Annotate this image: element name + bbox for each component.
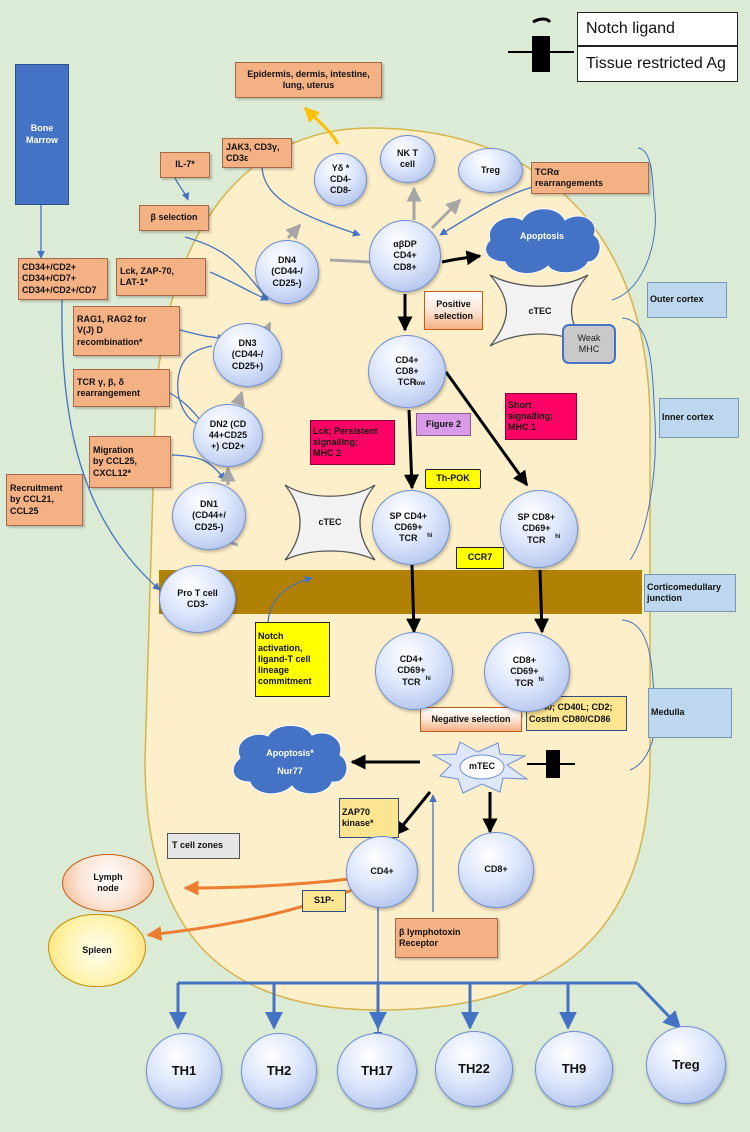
epidermis-box: Epidermis, dermis, intestine, lung, uter… <box>235 62 382 98</box>
zap70-box: ZAP70 kinase* <box>339 798 399 838</box>
treg-cell-top: Treg <box>458 148 523 193</box>
nur77-label: Nur77 <box>277 766 303 776</box>
nkt-cell: NK T cell <box>380 135 435 183</box>
medulla-cd8-sup: hi <box>538 677 544 684</box>
medulla-cd8-text: CD8+ CD69+ TCR <box>510 655 539 688</box>
sp-cd4-text: SP CD4+ CD69+ TCR <box>389 510 428 544</box>
ccr7-box: CCR7 <box>456 547 504 569</box>
figure-2-box: Figure 2 <box>416 413 471 436</box>
inner-cortex-label: Inner cortex <box>659 398 739 438</box>
s1p-box: S1P- <box>302 890 346 912</box>
tcra-rearrangement-box: TCRα rearrangements <box>531 162 649 194</box>
apoptosis-cloud-top <box>485 208 601 274</box>
th2-cell: TH2 <box>241 1033 317 1109</box>
medulla-cd4-cell: CD4+ CD69+ TCR hi <box>375 632 453 710</box>
il7-box: IL-7* <box>160 152 210 178</box>
sp-cd8-cell: SP CD8+ CD69+ TCR hi <box>500 490 578 568</box>
jak3-box: JAK3, CD3γ, CD3ε <box>222 138 292 168</box>
lymph-node: Lymph node <box>62 854 154 912</box>
tcr-rearrangement-box: TCR γ, β, δ rearrangement <box>73 369 170 407</box>
rag-box: RAG1, RAG2 for V(J) D recombination* <box>73 306 180 356</box>
gamma-delta-cell: Yδ * CD4- CD8- <box>314 153 367 206</box>
ctec-label-lower: cTEC <box>318 517 342 528</box>
apoptosis-cloud-bottom <box>232 724 348 795</box>
medulla-cd4-sup: hi <box>425 676 431 683</box>
apoptosis-star-label: Apoptosis* <box>266 748 314 758</box>
persistent-signalling-box: Lck; Persistent signalling; MHC 2 <box>310 420 395 465</box>
medulla-cd8-cell: CD8+ CD69+ TCR hi <box>484 632 570 712</box>
dn3-cell: DN3 (CD44-/ CD25+) <box>213 323 282 387</box>
sp-cd8-text: SP CD8+ CD69+ TCR <box>517 512 556 545</box>
mtec-label: mTEC <box>468 761 495 772</box>
apoptosis-label: Apoptosis <box>520 231 564 241</box>
cd4-cell: CD4+ <box>346 836 418 908</box>
migration-box: Migration by CCL25, CXCL12* <box>89 436 171 488</box>
t-cell-zones-box: T cell zones <box>167 833 240 859</box>
ctec-cell-lower <box>284 484 376 561</box>
beta-selection-box: β selection <box>139 205 209 231</box>
dp-tcr-low-sup: low <box>415 380 425 387</box>
short-signalling-box: Short signalling; MHC 1 <box>505 393 577 440</box>
positive-selection-box: Positive selection <box>424 291 483 330</box>
outer-cortex-label: Outer cortex <box>647 282 727 318</box>
dp-tcr-low-text: CD4+ CD8+ TCR <box>395 354 419 388</box>
corticomedullary-junction-label: Corticomedullary junction <box>644 574 736 612</box>
lck-box: Lck, ZAP-70, LAT-1* <box>116 258 206 296</box>
sp-cd8-sup: hi <box>555 534 561 541</box>
th22-cell: TH22 <box>435 1031 513 1107</box>
lymphotoxin-box: β lymphotoxin Receptor <box>395 918 498 958</box>
sp-cd4-sup: hi <box>427 532 433 539</box>
legend-tissue-restricted-ag: Tissue restricted Ag <box>577 46 738 82</box>
sp-cd4-cell: SP CD4+ CD69+ TCR hi <box>372 490 450 565</box>
dn2-cell: DN2 (CD 44+CD25 +) CD2+ <box>193 404 263 467</box>
progenitor-box: CD34+/CD2+ CD34+/CD7+ CD34+/CD2+/CD7 <box>18 258 108 300</box>
cd8-cell: CD8+ <box>458 832 534 908</box>
negative-selection-box: Negative selection <box>420 707 522 732</box>
th17-cell: TH17 <box>337 1033 417 1109</box>
treg-cell-bottom: Treg <box>646 1026 726 1104</box>
ctec-label-upper: cTEC <box>528 306 552 317</box>
th1-cell: TH1 <box>146 1033 222 1109</box>
legend-notch-ligand: Notch ligand <box>577 12 738 46</box>
th9-cell: TH9 <box>535 1031 613 1107</box>
weak-mhc-box: Weak MHC <box>562 324 616 364</box>
dn4-cell: DN4 (CD44-/ CD25-) <box>255 240 319 304</box>
medulla-cd4-text: CD4+ CD69+ TCR <box>397 654 426 687</box>
dp-cell: αβDP CD4+ CD8+ <box>369 220 441 292</box>
bone-marrow-box: Bone Marrow <box>15 64 69 205</box>
medulla-label: Medulla <box>648 688 732 738</box>
dn1-cell: DN1 (CD44+/ CD25-) <box>172 482 246 550</box>
notch-activation-box: Notch activation, ligand-T cell lineage … <box>255 622 330 697</box>
th-pok-box: Th-POK <box>425 469 481 489</box>
pro-t-cell: Pro T cell CD3- <box>159 565 236 633</box>
spleen: Spleen <box>48 914 146 987</box>
junction-band <box>159 570 642 614</box>
recruitment-box: Recruitment by CCL21, CCL25 <box>6 474 83 526</box>
